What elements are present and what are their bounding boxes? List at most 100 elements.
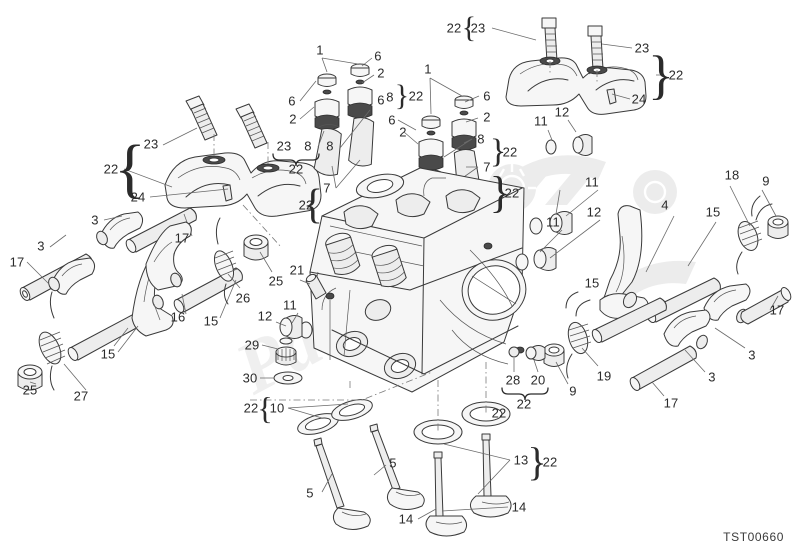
callout-number-22: 22: [103, 161, 119, 177]
bush-25-left: [17, 364, 43, 391]
callout-number-17: 17: [174, 230, 190, 246]
grouping-brace: }: [527, 439, 547, 484]
callout-number-14: 14: [398, 511, 414, 527]
part-code-label: TST00660: [723, 530, 784, 544]
shift-fork-4-right: [599, 205, 649, 319]
callout-number-25: 25: [268, 273, 284, 289]
callout-number-15: 15: [584, 275, 600, 291]
rocker-carrier-left: [164, 95, 322, 248]
callout-number-17: 17: [9, 254, 25, 270]
shift-shaft-17-b: [125, 207, 197, 253]
grouping-brace: {: [461, 11, 477, 44]
underbrace-group: [272, 153, 549, 401]
callout-number-12: 12: [554, 104, 570, 120]
callout-number-30: 30: [242, 370, 258, 386]
callout-number-7: 7: [323, 180, 331, 196]
grouping-brace: {: [302, 182, 324, 228]
callout-number-2: 2: [483, 109, 491, 125]
bush-25-right: [243, 234, 269, 261]
grouping-brace: {: [114, 132, 146, 205]
callout-number-7: 7: [483, 159, 491, 175]
callout-number-6: 6: [483, 88, 491, 104]
callout-number-17: 17: [663, 395, 679, 411]
callout-number-12: 12: [586, 204, 602, 220]
callout-number-6: 6: [388, 112, 396, 128]
callout-number-23: 23: [470, 20, 486, 36]
callout-number-23: 23: [634, 40, 650, 56]
callout-number-23: 23: [276, 138, 292, 154]
callout-number-5: 5: [389, 455, 397, 471]
bolt-23-left-a: [185, 95, 218, 141]
callout-number-22: 22: [243, 400, 259, 416]
callout-number-24: 24: [631, 91, 647, 107]
valve-assembly-left-1: [297, 413, 371, 530]
callout-number-5: 5: [306, 485, 314, 501]
callout-number-3: 3: [708, 369, 716, 385]
callout-number-15: 15: [203, 313, 219, 329]
callout-number-3: 3: [91, 212, 99, 228]
spring-26: [213, 217, 238, 305]
spring-27: [38, 291, 66, 391]
grouping-brace: }: [648, 45, 674, 105]
shift-fork-3-right-b: [663, 309, 711, 350]
callout-number-24: 24: [130, 189, 146, 205]
callout-number-6: 6: [377, 92, 385, 108]
callout-number-2: 2: [399, 124, 407, 140]
callout-number-1: 1: [424, 61, 432, 77]
callout-number-8: 8: [386, 89, 394, 105]
shift-fork-3-right-a: [703, 283, 751, 324]
callout-number-23: 23: [143, 136, 159, 152]
grouping-brace: }: [489, 133, 507, 170]
callout-number-19: 19: [596, 368, 612, 384]
callout-number-29: 29: [244, 337, 260, 353]
callout-number-28: 28: [505, 372, 521, 388]
callout-number-27: 27: [73, 388, 89, 404]
callout-number-8: 8: [326, 138, 334, 154]
shift-shaft-17-right-b: [629, 345, 697, 391]
callout-number-22: 22: [502, 144, 518, 160]
valve-assembly-left-2: [331, 399, 425, 510]
shift-fork-3-b: [96, 211, 144, 249]
callout-number-22: 22: [516, 396, 532, 412]
callout-number-18: 18: [724, 167, 740, 183]
plug-28-20: [508, 345, 546, 361]
callout-number-10: 10: [269, 400, 285, 416]
plug-29-30: [273, 337, 303, 385]
callout-number-6: 6: [288, 93, 296, 109]
seal-set-11-12: [279, 134, 593, 339]
callout-number-6: 6: [374, 48, 382, 64]
callout-number-22: 22: [668, 67, 684, 83]
spring-stack-left-2: [347, 63, 375, 167]
callout-number-22: 22: [408, 88, 424, 104]
callout-number-11: 11: [546, 214, 560, 230]
callout-number-22: 22: [288, 161, 304, 177]
callout-number-14: 14: [511, 499, 527, 515]
callout-number-21: 21: [289, 262, 305, 278]
bolt-23-right-b: [587, 25, 604, 71]
callout-number-17: 17: [769, 302, 785, 318]
callout-number-13: 13: [513, 452, 529, 468]
callout-number-3: 3: [748, 347, 756, 363]
spring-19: [565, 291, 592, 379]
callout-number-15: 15: [100, 346, 116, 362]
callout-number-22: 22: [491, 405, 507, 421]
rocker-carrier-right: [505, 17, 647, 115]
shift-shaft-15-lower: [591, 297, 667, 344]
pin-21: [305, 273, 327, 300]
valve-assembly-right-1: [413, 419, 468, 537]
callout-number-3: 3: [37, 238, 45, 254]
callout-number-25: 25: [22, 382, 38, 398]
callout-number-11: 11: [585, 174, 599, 190]
callout-number-22: 22: [298, 197, 314, 213]
callout-number-22: 22: [504, 185, 520, 201]
callout-number-20: 20: [530, 372, 546, 388]
spring-stack-left-1: [313, 73, 342, 176]
grouping-brace: }: [489, 168, 511, 217]
callout-number-2: 2: [377, 65, 385, 81]
callout-number-9: 9: [569, 383, 577, 399]
grouping-brace: }: [394, 79, 410, 112]
callout-number-15: 15: [705, 204, 721, 220]
callout-number-11: 11: [283, 297, 297, 313]
callout-number-16: 16: [170, 309, 186, 325]
